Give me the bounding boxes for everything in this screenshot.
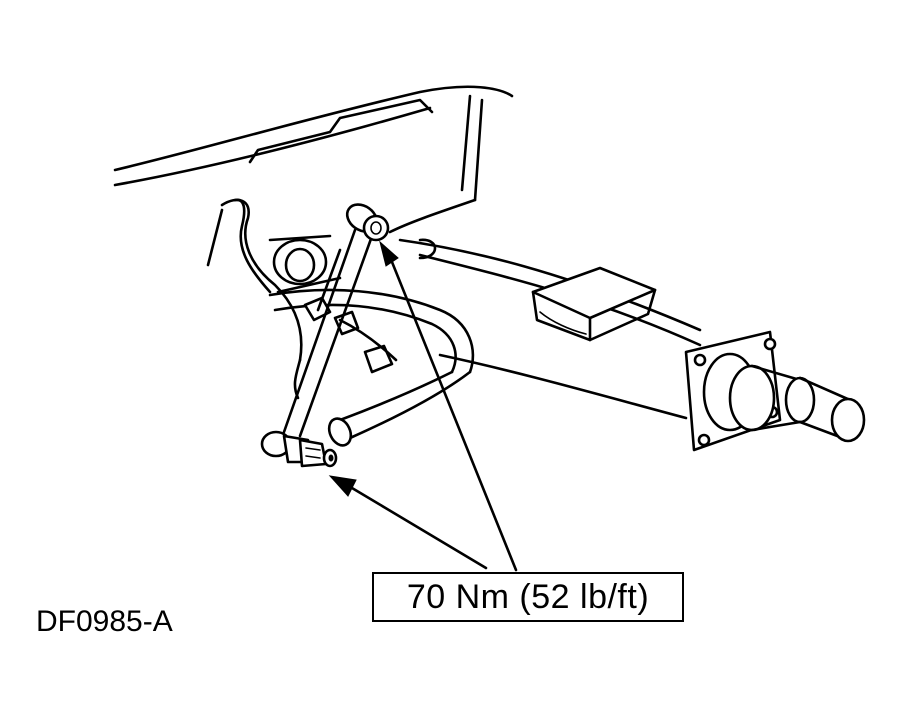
- axle-tube: [398, 238, 702, 420]
- lower-link-end: [260, 430, 338, 468]
- frame-body: [113, 85, 514, 267]
- frame-bracket: [220, 198, 303, 400]
- torque-callout: 70 Nm (52 lb/ft): [372, 572, 684, 622]
- callout-leaders: [328, 240, 518, 572]
- stabilizer-bushing: [268, 234, 342, 294]
- upper-link-end: [345, 203, 390, 242]
- figure-id: DF0985-A: [36, 605, 173, 638]
- spring-seat: [531, 266, 657, 342]
- spindle-hub: [702, 352, 866, 443]
- stabilizer-bar: [268, 288, 475, 447]
- torque-label: 70 Nm (52 lb/ft): [406, 577, 650, 616]
- stabilizer-link: [282, 228, 374, 438]
